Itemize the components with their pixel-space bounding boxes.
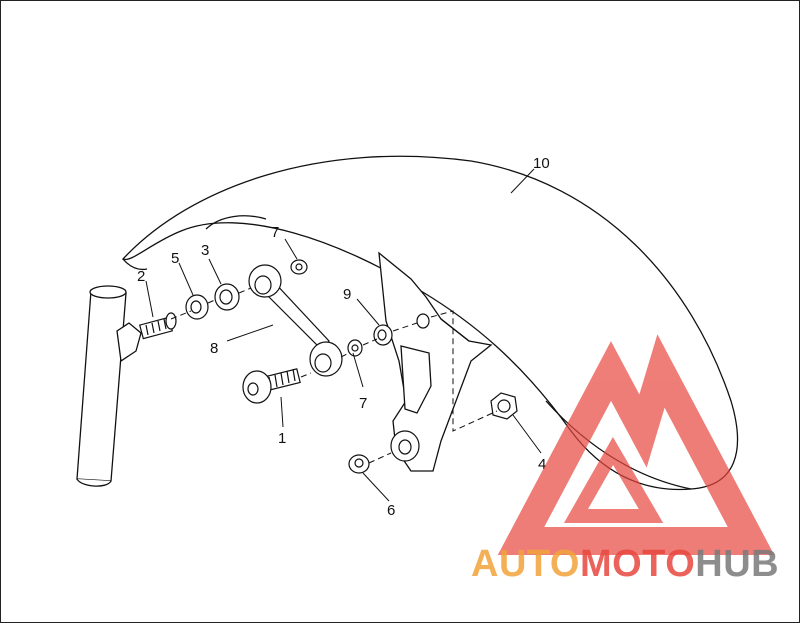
callout-1: 1 bbox=[278, 430, 286, 447]
fork-tube bbox=[76, 285, 142, 487]
bracket-boss bbox=[390, 430, 420, 462]
watermark-text: AUTOMOTOHUB bbox=[471, 543, 779, 585]
part-9-bushing bbox=[373, 313, 430, 346]
callout-4: 4 bbox=[538, 456, 546, 473]
part-7-clip-lower bbox=[347, 339, 363, 357]
part-5-washer bbox=[185, 294, 209, 320]
callout-5: 5 bbox=[171, 250, 179, 267]
fender-bracket bbox=[378, 251, 493, 472]
part-1-bolt bbox=[242, 368, 301, 404]
leader-lines bbox=[145, 168, 542, 502]
assembly-lines bbox=[170, 287, 498, 464]
watermark-logo bbox=[497, 334, 775, 555]
part-2-stud bbox=[138, 312, 177, 340]
watermark-part-moto: MOTO bbox=[580, 543, 695, 585]
watermark-part-hub: HUB bbox=[695, 543, 779, 585]
part-8-link bbox=[248, 264, 343, 377]
callout-3: 3 bbox=[201, 242, 209, 259]
callout-10: 10 bbox=[533, 155, 550, 172]
part-7-clip-top bbox=[290, 259, 308, 275]
callout-7-top: 7 bbox=[271, 224, 279, 241]
callout-9: 9 bbox=[343, 286, 351, 303]
callout-8: 8 bbox=[210, 340, 218, 357]
callout-2: 2 bbox=[137, 268, 145, 285]
callout-7-lower: 7 bbox=[359, 395, 367, 412]
svg-text:AUTOMOTOHUB: AUTOMOTOHUB bbox=[471, 543, 779, 585]
part-3-washer bbox=[214, 283, 240, 311]
watermark-part-auto: AUTO bbox=[471, 543, 580, 585]
part-6-spacer bbox=[348, 454, 370, 474]
part-4-nut bbox=[490, 392, 518, 420]
callout-labels: 10 2 5 3 7 9 8 7 1 4 6 bbox=[137, 155, 550, 519]
callout-6: 6 bbox=[387, 502, 395, 519]
